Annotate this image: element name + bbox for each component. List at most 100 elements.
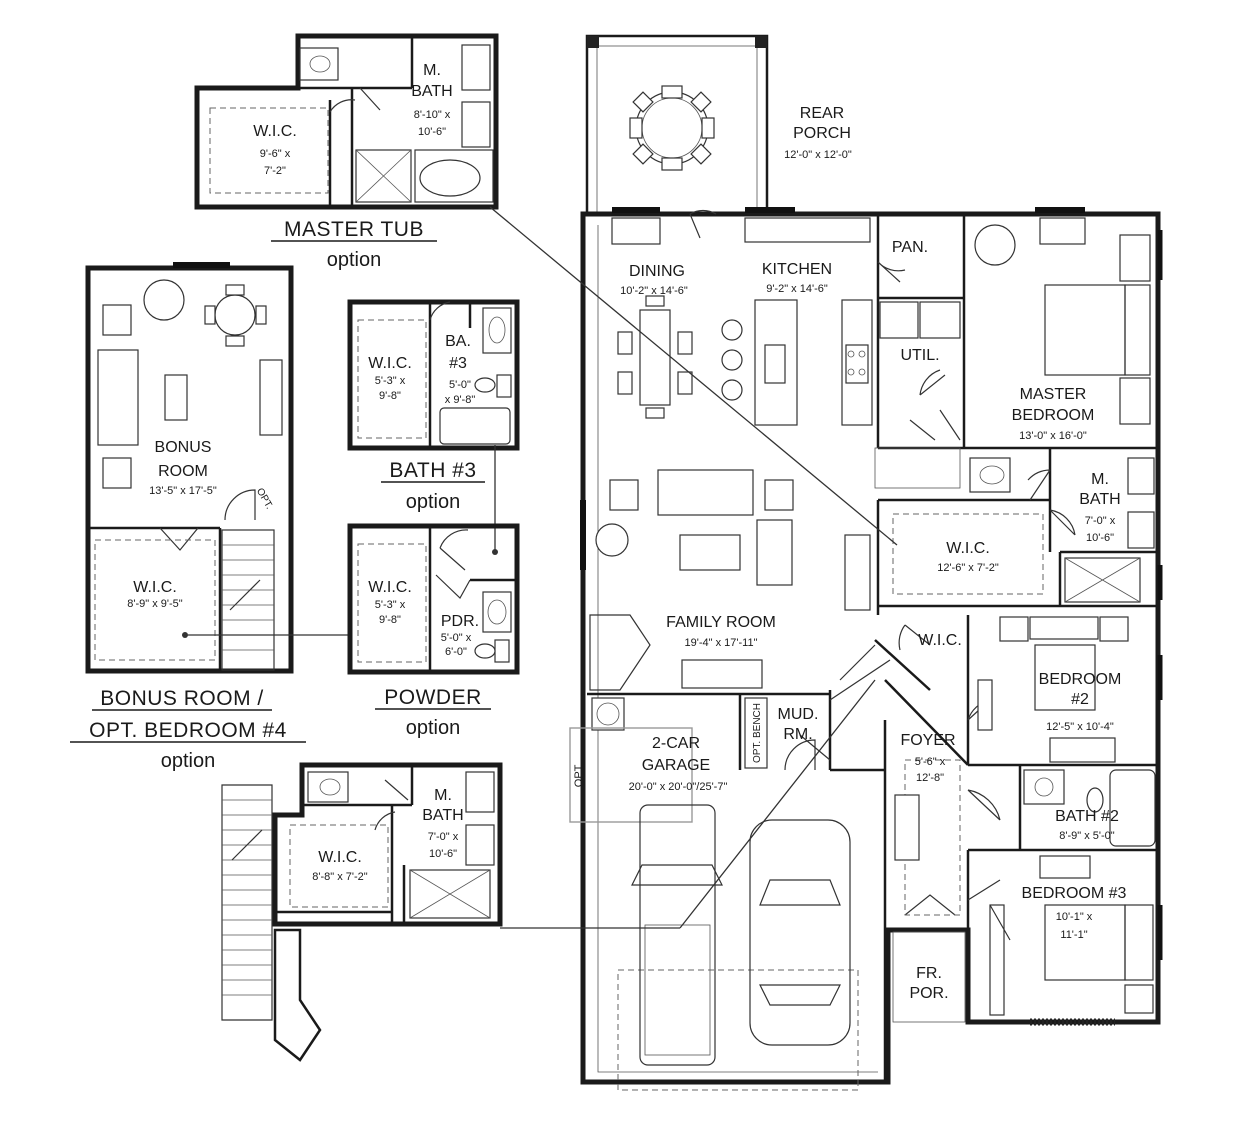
master-tub-title: MASTER TUB	[284, 218, 424, 241]
master-bedroom-name-1: MASTER	[1020, 386, 1087, 403]
utility-name: UTIL.	[900, 347, 939, 364]
bath2-dims: 8'-9" x 5'-0"	[1059, 830, 1115, 842]
foyer: FOYER 5'-6" x 12'-8"	[894, 732, 961, 916]
bedroom3-dims-2: 11'-1"	[1060, 929, 1087, 941]
master-wic: W.I.C. 12'-6" x 7'-2"	[892, 513, 1044, 595]
master-wic-name: W.I.C.	[946, 540, 990, 557]
garage-name-1: 2-CAR	[652, 735, 700, 752]
b3-wic-name: W.I.C.	[368, 355, 412, 372]
pw-pdr-name: PDR.	[441, 613, 479, 630]
ma-wic-name: W.I.C.	[318, 849, 362, 866]
mt-bath-name-1: M.	[423, 62, 441, 79]
front-porch: FR. POR.	[892, 931, 966, 1023]
mt-wic-dims-1: 9'-6" x	[260, 148, 291, 160]
kitchen-dims: 9'-2" x 14'-6"	[766, 283, 828, 295]
foyer-name: FOYER	[900, 732, 955, 749]
pw-wic-name: W.I.C.	[368, 579, 412, 596]
garage-dims: 20'-0" x 20'-0"/25'-7"	[629, 781, 728, 793]
rear-porch-dims: 12'-0" x 12'-0"	[784, 149, 852, 161]
master-tub-leader	[489, 206, 898, 546]
bonus-opt-label: OPT.	[254, 486, 275, 511]
option-master-tub: M. BATH 8'-10" x 10'-6" W.I.C. 9'-6" x 7…	[194, 33, 898, 546]
kitchen-name: KITCHEN	[762, 261, 832, 278]
master-bath: M. BATH 7'-0" x 10'-6"	[969, 457, 1155, 603]
family-room-name: FAMILY ROOM	[666, 614, 776, 631]
option-bath-3: W.I.C. 5'-3" x 9'-8" BA. #3 5'-0" x 9'-8…	[347, 299, 520, 550]
bonus-room-dims: 13'-5" x 17'-5"	[149, 485, 217, 497]
family-room-dims: 19'-4" x 17'-11"	[685, 637, 758, 649]
pw-wic-dims-1: 5'-3" x	[375, 599, 406, 611]
windows	[580, 207, 1163, 960]
mt-wic-name: W.I.C.	[253, 123, 297, 140]
front-porch-name-2: POR.	[909, 985, 948, 1002]
bonus-stairs	[221, 529, 275, 671]
ma-wic-dims: 8'-8" x 7'-2"	[312, 871, 368, 883]
mud-room-name-2: RM.	[783, 726, 812, 743]
dining-room: DINING 10'-2" x 14'-6"	[611, 217, 693, 419]
opt-bench-label: OPT. BENCH	[752, 703, 763, 763]
dining-dims: 10'-2" x 14'-6"	[620, 285, 688, 297]
bonus-subtitle: option	[161, 750, 216, 772]
bedroom2-name-2: #2	[1071, 691, 1089, 708]
bath3-subtitle: option	[406, 491, 461, 513]
b3-wic-dims-1: 5'-3" x	[375, 375, 406, 387]
mt-bath-name-2: BATH	[411, 83, 452, 100]
master-bedroom: MASTER BEDROOM 13'-0" x 16'-0"	[974, 217, 1151, 442]
bath2-name: BATH #2	[1055, 808, 1119, 825]
option-bonus-room: OPT. BONUS ROOM 13'-5" x 17'-5" W.I.C. 8…	[70, 262, 350, 772]
ma-bath-dims-1: 7'-0" x	[428, 831, 459, 843]
garage-name-2: GARAGE	[642, 757, 710, 774]
mud-room: OPT. BENCH MUD. RM.	[744, 697, 818, 769]
front-porch-name-1: FR.	[916, 965, 942, 982]
master-tub-subtitle: option	[327, 249, 382, 271]
ma-bath-name-1: M.	[434, 787, 452, 804]
bonus-room-name-2: ROOM	[158, 463, 208, 480]
master-bath-name-1: M.	[1091, 471, 1109, 488]
b3-bath-name-1: BA.	[445, 333, 471, 350]
powder-title: POWDER	[384, 686, 482, 709]
bonus-room-name-1: BONUS	[155, 439, 212, 456]
garage-opt-label: OPT.	[573, 763, 585, 787]
bedroom-3: BEDROOM #3 10'-1" x 11'-1"	[989, 855, 1154, 1016]
garage: OPT. 2-CAR GARAGE 20'-0" x 20'-0"/25'-7"	[569, 697, 851, 1066]
option-master-alt: M. BATH 7'-0" x 10'-6" W.I.C. 8'-8" x 7'…	[221, 679, 876, 1062]
bedroom3-name: BEDROOM #3	[1022, 885, 1127, 902]
family-room: FAMILY ROOM 19'-4" x 17'-11"	[589, 469, 871, 691]
doors	[689, 209, 1076, 941]
dining-name: DINING	[629, 263, 685, 280]
b3-bath-dims-2: x 9'-8"	[445, 394, 476, 406]
rear-porch-name-1: REAR	[800, 105, 844, 122]
master-wic-dims: 12'-6" x 7'-2"	[937, 562, 999, 574]
ma-bath-name-2: BATH	[422, 807, 463, 824]
bedroom2-name-1: BEDROOM	[1039, 671, 1122, 688]
bedroom-2: BEDROOM #2 12'-5" x 10'-4"	[977, 616, 1129, 763]
ma-bath-dims-2: 10'-6"	[429, 848, 457, 860]
mt-bath-dims-1: 8'-10" x	[414, 109, 451, 121]
interior-walls	[587, 214, 1158, 1082]
utility-room: UTIL.	[874, 301, 961, 489]
rear-porch-name-2: PORCH	[793, 125, 851, 142]
bonus-wic-dims: 8'-9" x 9'-5"	[127, 598, 183, 610]
rear-porch: REAR PORCH 12'-0" x 12'-0"	[585, 34, 852, 216]
bonus-title-1: BONUS ROOM /	[100, 687, 264, 710]
bedroom2-dims: 12'-5" x 10'-4"	[1046, 721, 1114, 733]
master-bedroom-dims: 13'-0" x 16'-0"	[1019, 430, 1087, 442]
wic-small-name: W.I.C.	[918, 632, 962, 649]
pantry-name: PAN.	[892, 239, 928, 256]
mt-wic-dims-2: 7'-2"	[264, 165, 286, 177]
alt-stairs	[221, 784, 322, 1062]
master-bedroom-name-2: BEDROOM	[1012, 407, 1095, 424]
bedroom3-dims-1: 10'-1" x	[1056, 911, 1093, 923]
kitchen: KITCHEN 9'-2" x 14'-6" PAN.	[721, 217, 928, 426]
b3-bath-dims-1: 5'-0"	[449, 379, 471, 391]
bonus-title-2: OPT. BEDROOM #4	[89, 719, 287, 742]
bath3-title: BATH #3	[389, 459, 476, 482]
mt-bath-dims-2: 10'-6"	[418, 126, 446, 138]
pw-pdr-dims-1: 5'-0" x	[441, 632, 472, 644]
master-bath-dims-1: 7'-0" x	[1085, 515, 1116, 527]
pw-wic-dims-2: 9'-8"	[379, 614, 401, 626]
pw-pdr-dims-2: 6'-0"	[445, 646, 467, 658]
bath-2: BATH #2 8'-9" x 5'-0"	[1023, 769, 1156, 847]
main-house: REAR PORCH 12'-0" x 12'-0"	[569, 34, 1163, 1091]
